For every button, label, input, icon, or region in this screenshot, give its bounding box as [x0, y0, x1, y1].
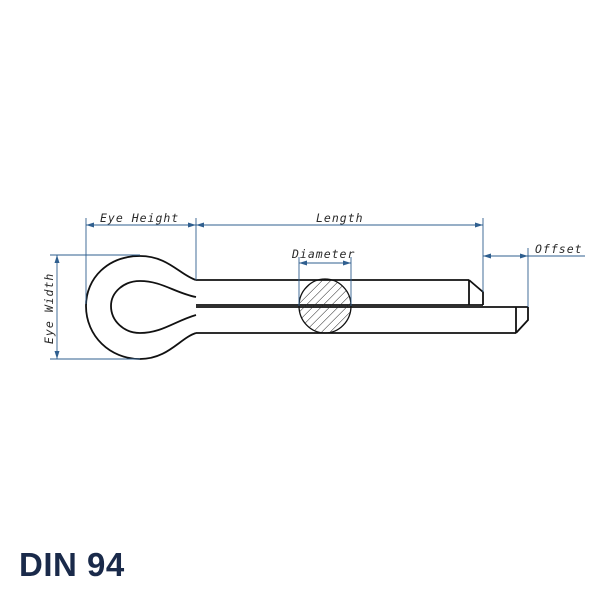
offset-label: Offset [535, 242, 583, 256]
length-label: Length [316, 211, 364, 225]
eye-inner-contour [110, 280, 197, 334]
cross-section [298, 278, 352, 334]
arrowheads [54, 222, 528, 359]
eye-width-label: Eye Width [42, 273, 56, 344]
upper-leg-end [468, 279, 484, 305]
lower-leg-end [515, 307, 529, 334]
eye-outer-contour [85, 255, 197, 360]
standard-title: DIN 94 [19, 546, 125, 583]
diameter-label: Diameter [291, 247, 355, 261]
eye-height-label: Eye Height [100, 211, 179, 225]
dimension-lines [50, 218, 585, 360]
